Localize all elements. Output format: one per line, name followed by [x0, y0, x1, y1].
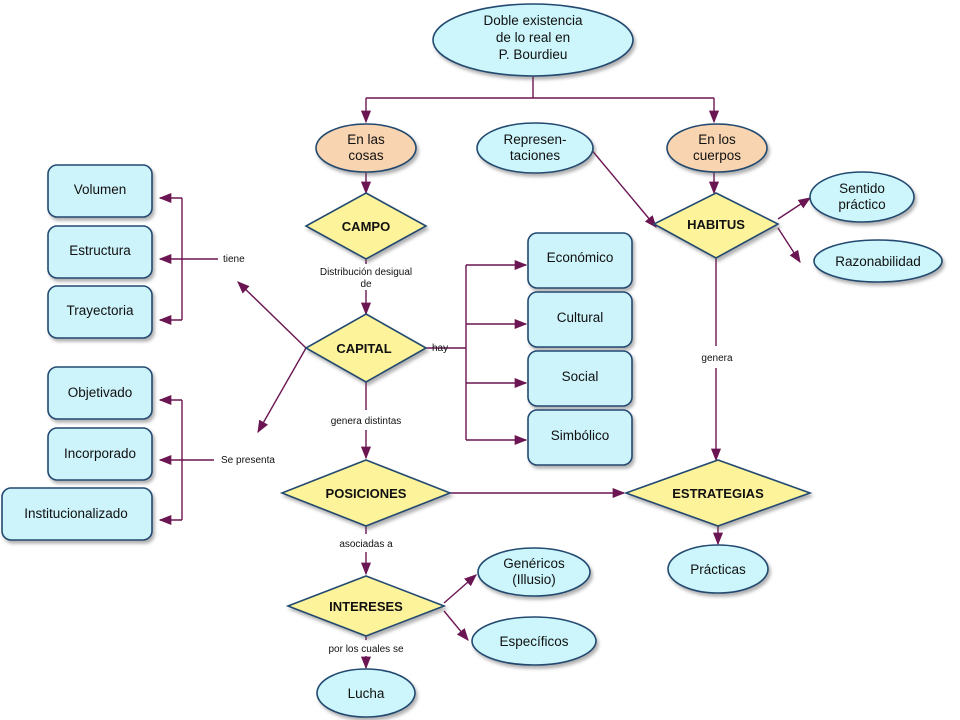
edge-capital-tiene: [237, 281, 307, 349]
node-campo-label: CAMPO: [342, 219, 390, 234]
link-hay: hay: [432, 343, 448, 354]
node-en-las-cosas-line1: En las: [347, 132, 385, 147]
node-institucionalizado[interactable]: [1, 487, 153, 541]
edge-repres-habitus: [589, 147, 657, 228]
node-en-los-cuerpos[interactable]: [666, 123, 768, 173]
node-root-line2: de lo real en: [496, 30, 570, 45]
edge-intereses-genericos: [443, 574, 477, 604]
node-posiciones-label: POSICIONES: [326, 486, 407, 501]
node-intereses[interactable]: [285, 575, 447, 637]
node-objetivado-label: Objetivado: [68, 385, 133, 400]
node-simbolico-label: Simbólico: [551, 428, 610, 443]
node-incorporado-label: Incorporado: [64, 446, 136, 461]
node-capital[interactable]: [304, 313, 428, 383]
node-root-line1: Doble existencia: [483, 13, 583, 28]
node-genericos-line2: (Illusio): [512, 572, 556, 587]
node-en-los-cuerpos-line2: cuerpos: [693, 148, 741, 163]
node-trayectoria-label: Trayectoria: [66, 303, 134, 318]
node-intereses-label: INTERESES: [329, 599, 403, 614]
node-representaciones-line2: taciones: [510, 148, 561, 163]
node-en-las-cosas[interactable]: [315, 123, 417, 173]
edges: [158, 76, 812, 670]
node-social[interactable]: [527, 350, 633, 407]
link-genera-distintas: genera distintas: [331, 416, 402, 427]
node-genericos-line1: Genéricos: [503, 556, 565, 571]
node-economico[interactable]: [527, 232, 633, 289]
node-cultural-label: Cultural: [557, 310, 604, 325]
node-especificos-label: Específicos: [499, 634, 568, 649]
node-en-las-cosas-line2: cosas: [348, 148, 384, 163]
node-estrategias[interactable]: [623, 459, 813, 527]
node-social-label: Social: [562, 369, 599, 384]
node-cultural[interactable]: [527, 291, 633, 348]
node-sentido-practico-line2: práctico: [838, 197, 885, 212]
link-tiene: tiene: [223, 254, 245, 265]
link-asociadas-a: asociadas a: [339, 539, 393, 550]
edge-capital-sepresenta: [257, 347, 307, 434]
node-campo[interactable]: [304, 192, 428, 260]
edge-habitus-razon: [777, 227, 801, 264]
node-razonabilidad-label: Razonabilidad: [835, 254, 921, 269]
node-estructura-label: Estructura: [69, 243, 131, 258]
node-estrategias-label: ESTRATEGIAS: [672, 486, 764, 501]
node-trayectoria[interactable]: [47, 285, 153, 339]
node-sentido-practico-line1: Sentido: [839, 181, 885, 196]
node-habitus[interactable]: [652, 192, 780, 259]
node-lucha-label: Lucha: [348, 686, 385, 701]
node-posiciones[interactable]: [279, 459, 453, 527]
node-simbolico[interactable]: [527, 409, 633, 466]
node-lucha[interactable]: [316, 668, 416, 718]
node-razonabilidad[interactable]: [813, 239, 943, 283]
node-sentido-practico[interactable]: [809, 171, 915, 223]
node-volumen-label: Volumen: [74, 182, 127, 197]
node-incorporado[interactable]: [47, 427, 153, 481]
link-distribucion-line2: de: [360, 279, 372, 290]
link-genera: genera: [701, 353, 733, 364]
node-representaciones[interactable]: [476, 122, 594, 174]
node-habitus-label: HABITUS: [687, 217, 745, 232]
link-por-los-cuales-se: por los cuales se: [328, 644, 403, 655]
node-capital-label: CAPITAL: [336, 341, 391, 356]
edge-habitus-sentido: [777, 197, 812, 220]
node-objetivado[interactable]: [47, 366, 153, 420]
node-root[interactable]: [432, 3, 634, 77]
link-se-presenta: Se presenta: [221, 455, 275, 466]
node-en-los-cuerpos-line1: En los: [698, 132, 736, 147]
node-root-line3: P. Bourdieu: [499, 47, 568, 62]
node-especificos[interactable]: [471, 616, 597, 666]
node-representaciones-line1: Represen-: [503, 132, 566, 147]
node-practicas[interactable]: [667, 544, 769, 594]
link-distribucion-line1: Distribución desigual: [320, 267, 412, 278]
node-practicas-label: Prácticas: [690, 562, 746, 577]
node-institucionalizado-label: Institucionalizado: [24, 506, 128, 521]
edge-intereses-especificos: [443, 610, 469, 641]
node-genericos[interactable]: [477, 547, 591, 597]
node-economico-label: Económico: [547, 250, 614, 265]
node-estructura[interactable]: [47, 225, 153, 279]
node-volumen[interactable]: [47, 164, 153, 218]
